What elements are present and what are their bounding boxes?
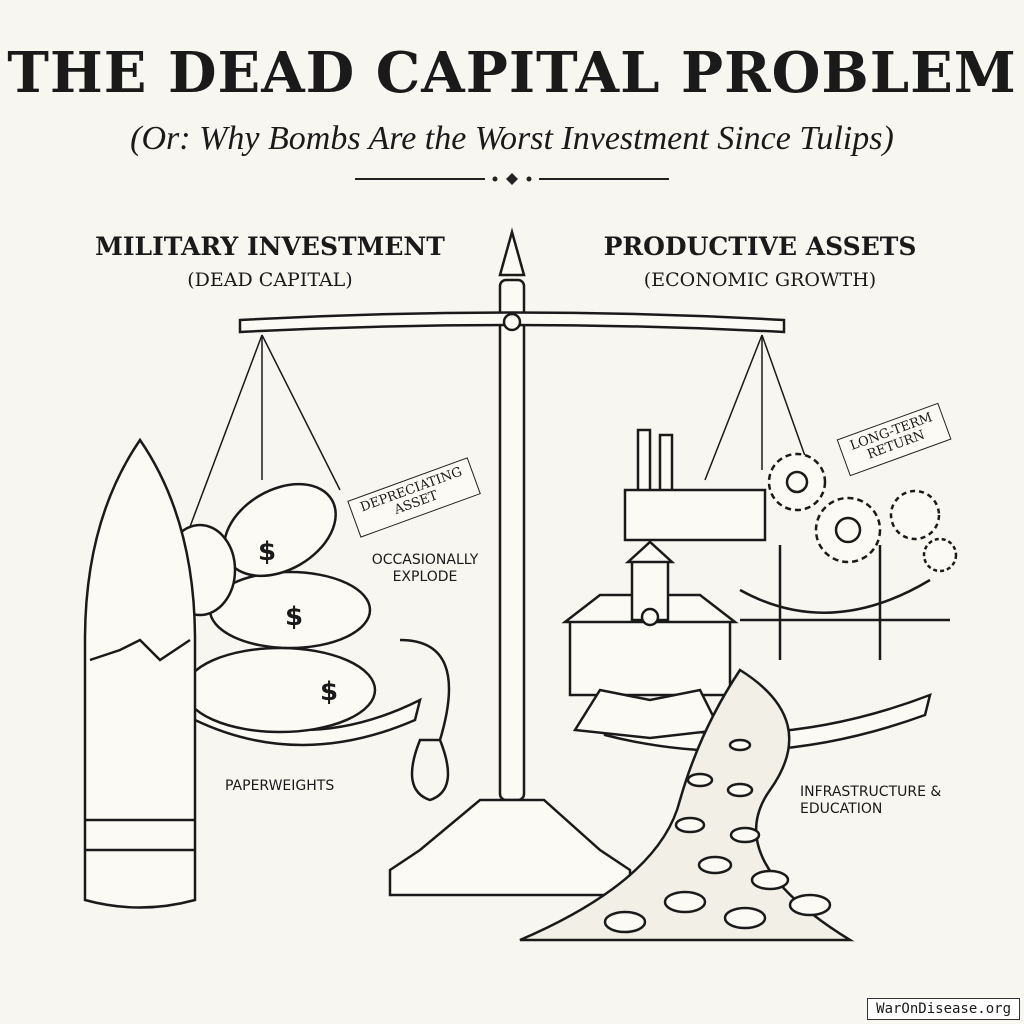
scale-pole [498,278,526,802]
bridge [739,545,950,660]
infrastructure-education-label: INFRASTRUCTURE & EDUCATION [800,784,942,817]
occasionally-explode-label: OCCASIONALLY EXPLODE [371,552,479,585]
scale-base [388,798,632,897]
scale-finial [498,227,526,277]
military-investment-heading: MILITARY INVESTMENT (DEAD CAPITAL) [80,232,460,291]
dollar-sign: $ [285,602,303,632]
productive-subheading: (ECONOMIC GROWTH) [643,269,877,291]
artillery-shell [83,437,197,909]
bomb [183,646,377,734]
open-book [572,688,722,740]
productive-assets-heading: PRODUCTIVE ASSETS (ECONOMIC GROWTH) [570,232,950,291]
factory [623,488,767,542]
page-title: THE DEAD CAPITAL PROBLEM [7,40,1017,106]
wilted-tulip [399,638,451,802]
dollar-sign: $ [320,677,338,707]
school-building [568,618,732,697]
military-subheading: (DEAD CAPITAL) [187,269,353,291]
military-heading: MILITARY INVESTMENT [95,232,445,261]
coins [603,738,832,934]
ornamental-divider [355,173,669,185]
watermark: WarOnDisease.org [867,998,1020,1020]
gear-icon [889,489,941,541]
productive-heading: PRODUCTIVE ASSETS [603,232,917,261]
paperweights-label: PAPERWEIGHTS [225,778,335,794]
gear-icon [922,537,958,573]
page-subtitle: (Or: Why Bombs Are the Worst Investment … [130,120,894,157]
dollar-sign: $ [258,537,276,567]
